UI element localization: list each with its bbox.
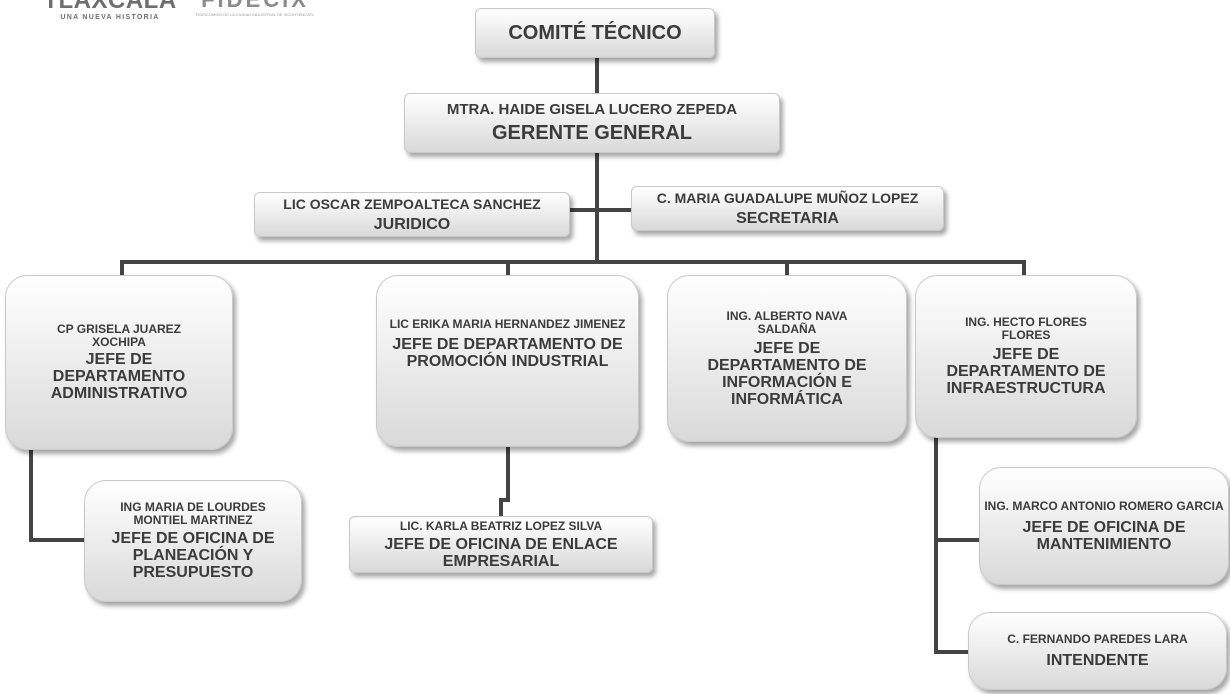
node-departamento-infraestructura: ING. HECTO FLORES FLORES JEFE DE DEPARTA…	[915, 275, 1137, 438]
node-departamento-promocion: LIC ERIKA MARIA HERNANDEZ JIMENEZ JEFE D…	[376, 275, 639, 447]
node-role: JEFE DE OFICINA DE MANTENIMIENTO	[1022, 518, 1186, 553]
tlaxcala-logo: TLAXCALA UNA NUEVA HISTORIA	[40, 0, 180, 21]
node-role: JEFE DE DEPARTAMENTO DE INFRAESTRUCTURA	[946, 346, 1106, 397]
node-role: JEFE DE DEPARTAMENTO DE INFORMACIÓN E IN…	[707, 339, 867, 408]
node-name: LIC. KARLA BEATRIZ LOPEZ SILVA	[399, 518, 603, 533]
node-role: INTENDENTE	[1046, 652, 1149, 669]
node-name: ING. MARCO ANTONIO ROMERO GARCIA	[984, 498, 1224, 513]
node-name: LIC ERIKA MARIA HERNANDEZ JIMENEZ	[389, 317, 626, 331]
node-name: ING MARIA DE LOURDES MONTIEL MARTINEZ	[120, 500, 266, 527]
node-comite-tecnico: COMITÉ TÉCNICO	[475, 8, 715, 58]
node-role: GERENTE GENERAL	[491, 122, 693, 144]
fidecix-logo-title: FIDECIX	[195, 0, 315, 13]
node-oficina-enlace: LIC. KARLA BEATRIZ LOPEZ SILVA JEFE DE O…	[349, 516, 653, 573]
node-role: COMITÉ TÉCNICO	[508, 21, 682, 44]
node-departamento-administrativo: CP GRISELA JUAREZ XOCHIPA JEFE DE DEPART…	[5, 275, 233, 450]
node-role: JEFE DE OFICINA DE ENLACE EMPRESARIAL	[384, 535, 618, 570]
node-oficina-mantenimiento: ING. MARCO ANTONIO ROMERO GARCIA JEFE DE…	[979, 467, 1229, 585]
tlaxcala-logo-title: TLAXCALA	[43, 0, 177, 14]
node-name: CP GRISELA JUAREZ XOCHIPA	[56, 322, 182, 349]
node-role: JEFE DE OFICINA DE PLANEACIÓN Y PRESUPUE…	[111, 530, 275, 581]
fidecix-logo: FIDECIX FIDEICOMISO DE LA CIUDAD INDUSTR…	[195, 0, 315, 17]
line-administrativo-planeacion	[29, 448, 86, 542]
node-role: JEFE DE DEPARTAMENTO DE PROMOCIÓN INDUST…	[392, 336, 623, 370]
node-role: JEFE DE DEPARTAMENTO ADMINISTRATIVO	[50, 351, 188, 402]
node-name: C. MARIA GUADALUPE MUÑOZ LOPEZ	[656, 190, 919, 206]
node-intendente: C. FERNANDO PAREDES LARA INTENDENTE	[968, 612, 1227, 690]
node-departamento-informacion: ING. ALBERTO NAVA SALDAÑA JEFE DE DEPART…	[667, 275, 907, 442]
node-juridico: LIC OSCAR ZEMPOALTECA SANCHEZ JURIDICO	[254, 192, 570, 237]
line-infra-branch	[934, 433, 970, 654]
tlaxcala-logo-subtitle: UNA NUEVA HISTORIA	[60, 14, 160, 21]
line-promocion-enlace	[499, 444, 510, 520]
fidecix-logo-subtitle: FIDEICOMISO DE LA CIUDAD INDUSTRIAL DE X…	[195, 12, 315, 17]
node-name: ING. ALBERTO NAVA SALDAÑA	[726, 308, 848, 336]
node-secretaria: C. MARIA GUADALUPE MUÑOZ LOPEZ SECRETARI…	[631, 186, 944, 231]
node-role: SECRETARIA	[736, 210, 839, 227]
node-name: ING. HECTO FLORES FLORES	[965, 315, 1087, 342]
node-name: C. FERNANDO PAREDES LARA	[1007, 632, 1188, 646]
node-role: JURIDICO	[373, 216, 451, 233]
node-name: MTRA. HAIDE GISELA LUCERO ZEPEDA	[446, 101, 738, 118]
node-gerente-general: MTRA. HAIDE GISELA LUCERO ZEPEDA GERENTE…	[404, 93, 780, 153]
node-name: LIC OSCAR ZEMPOALTECA SANCHEZ	[283, 196, 541, 212]
node-oficina-planeacion: ING MARIA DE LOURDES MONTIEL MARTINEZ JE…	[84, 480, 302, 602]
